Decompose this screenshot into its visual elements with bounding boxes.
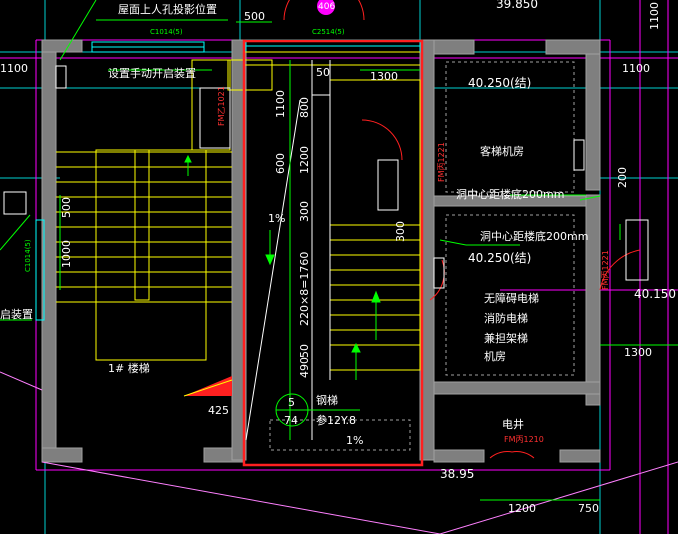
steel-stair-label: 钢梯 [316, 394, 338, 407]
dim-lines [59, 21, 678, 501]
manual-opener-left: 启装置 [0, 308, 33, 321]
level-right-side: 40.150 [634, 287, 676, 301]
room-line-4: 机房 [484, 349, 506, 363]
dim-stair-run: 220×8=1760 [298, 252, 311, 326]
room-line-2: 消防电梯 [484, 311, 528, 325]
window-c2514: C2514(5) [312, 28, 345, 36]
hole-note-upper: 洞中心距楼底200mm [456, 187, 564, 201]
dim-1200: 1200 [298, 146, 311, 174]
door-fm-right: FM丙1221 [601, 250, 610, 290]
detail-callout: 5 74 406 [275, 0, 335, 427]
dim-1100-left: 1100 [0, 62, 28, 75]
badge: 406 [318, 2, 335, 12]
left-stair [56, 59, 273, 361]
level-room-upper: 40.250(结) [468, 76, 531, 90]
detail-bottom: 74 [284, 414, 298, 427]
dim-500-left: 500 [60, 197, 73, 218]
steel-stair-ref: 参12Y.8 [316, 413, 356, 427]
detail-top: 5 [288, 396, 295, 409]
room-line-3: 兼担架梯 [484, 331, 528, 345]
door-fm-machine: FM丙1221 [437, 142, 446, 182]
dim-1300-right: 1300 [624, 346, 652, 359]
dim-1100-vertical: 1100 [274, 90, 287, 118]
walls [41, 39, 601, 463]
dim-300: 300 [298, 201, 311, 222]
right-stair [245, 51, 421, 371]
dim-300-right: 300 [394, 221, 407, 242]
level-room-lower: 40.250(结) [468, 251, 531, 265]
dim-490: 490 [298, 357, 311, 378]
dim-50b: 50 [298, 344, 311, 358]
rails [245, 60, 331, 441]
slope-1: 1% [268, 212, 285, 225]
dashed-outlines [269, 61, 575, 451]
dim-500: 500 [244, 10, 265, 23]
dim-1200-bottom: 1200 [508, 502, 536, 515]
stair-label: 1# 楼梯 [108, 361, 150, 375]
equipment [3, 65, 649, 289]
dim-50: 50 [316, 66, 330, 79]
door-fm-shaft: FM丙1210 [504, 435, 544, 444]
hole-note-lower: 洞中心距楼底200mm [480, 229, 588, 243]
outline-lines [0, 371, 678, 534]
dim-200: 200 [616, 167, 629, 188]
door-fm-left: FM乙1021 [217, 86, 226, 126]
dim-1100-right: 1100 [622, 62, 650, 75]
door-swings [283, 0, 641, 459]
leader-lines [0, 0, 601, 411]
dim-600: 600 [274, 153, 287, 174]
dim-425: 425 [208, 404, 229, 417]
dim-1100-far-right: 1100 [648, 2, 661, 30]
shaft-label: 电井 [502, 417, 524, 431]
dim-1300: 1300 [370, 70, 398, 83]
manual-opener-note: 设置手动开启装置 [108, 66, 196, 80]
dim-800: 800 [298, 97, 311, 118]
level-bottom: 38.95 [440, 467, 474, 481]
dim-750: 750 [578, 502, 599, 515]
slope-2: 1% [346, 434, 363, 447]
level-top-right: 39.850 [496, 0, 538, 11]
selection-box [242, 39, 424, 467]
dim-1000: 1000 [60, 240, 73, 268]
window-c1014-top: C1014(5) [150, 28, 183, 36]
machine-room-label: 客梯机房 [480, 144, 524, 158]
room-line-1: 无障碍电梯 [484, 291, 539, 305]
roof-access-note: 屋面上人孔投影位置 [118, 2, 217, 16]
window-c1014-left: C1014(5) [24, 239, 32, 272]
arrows [184, 154, 621, 380]
red-triangle [184, 376, 232, 396]
